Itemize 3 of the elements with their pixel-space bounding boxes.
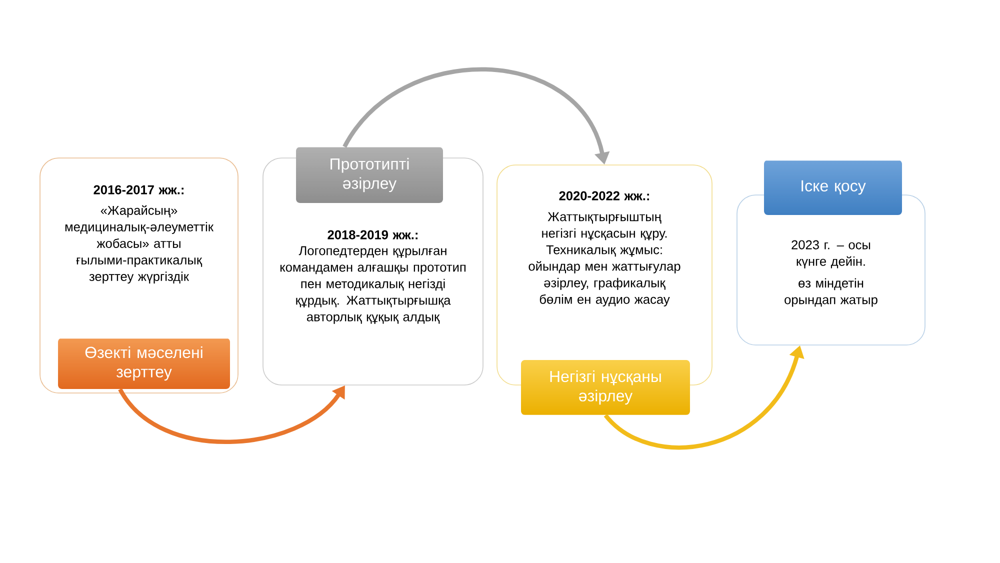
stage-label: Прототипті әзірлеу [330, 158, 409, 192]
stage-label: Өзекті мәселені зерттеу [85, 346, 202, 381]
stage-label: Іске қосу [802, 180, 866, 195]
